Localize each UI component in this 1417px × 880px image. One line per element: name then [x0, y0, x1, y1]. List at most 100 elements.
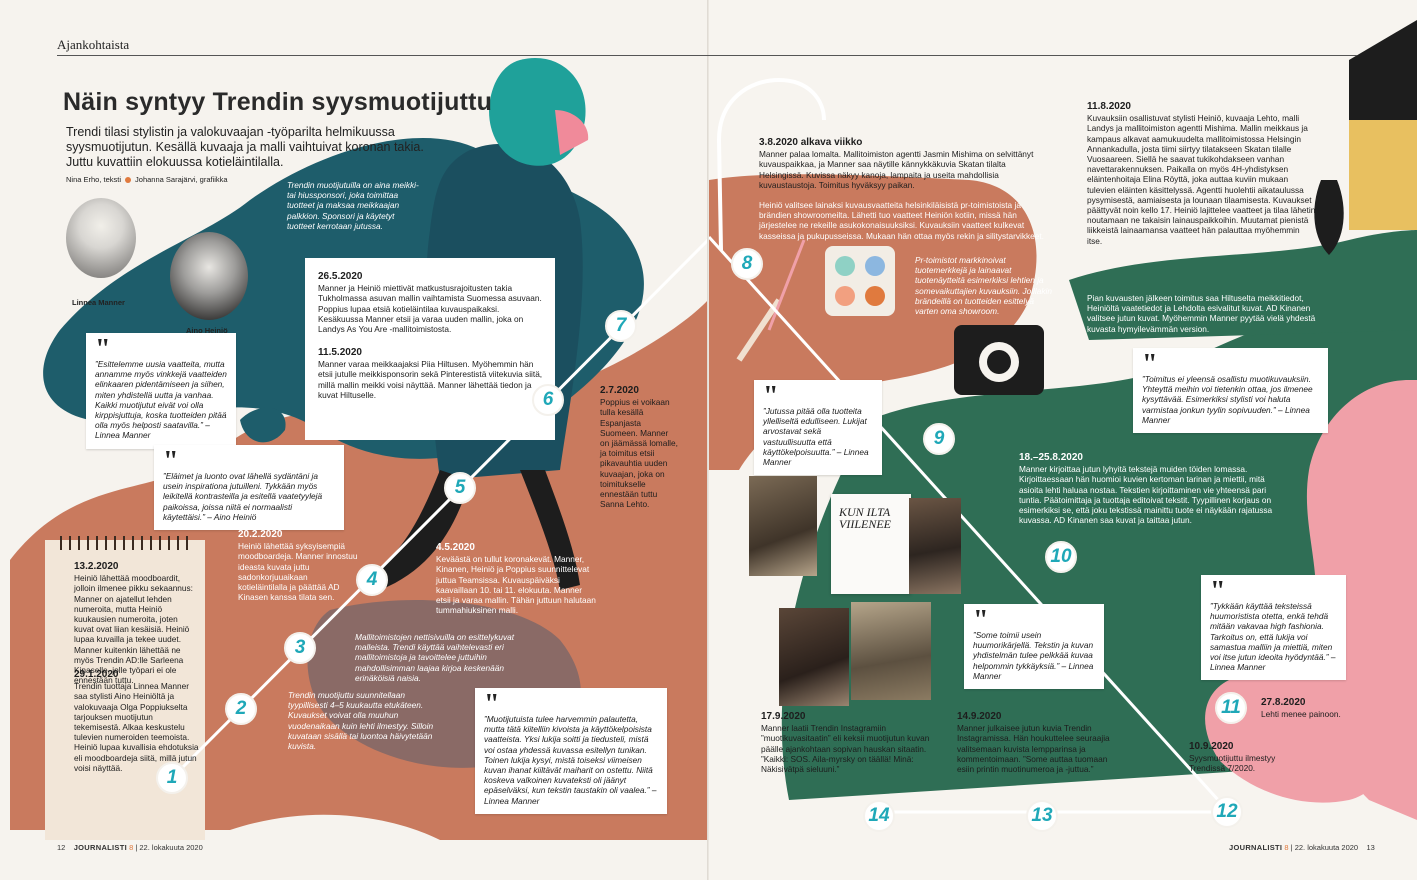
event-text: Manner julkaisee jutun kuvia Trendin Ins… — [957, 723, 1110, 775]
event-20-2-2020: 20.2.2020 Heiniö lähettää syksyisempiä m… — [238, 529, 358, 603]
article-title: Näin syntyy Trendin syysmuotijuttu — [63, 88, 493, 116]
quote-1-text: ”Esittelemme uusia vaatteita, mutta anna… — [95, 359, 227, 441]
event-date: 27.8.2020 — [1261, 697, 1306, 708]
event-text: Manner kirjoittaa jutun lyhyitä tekstejä… — [1019, 464, 1273, 526]
quote-box-4: " ”Jutussa pitää olla tuotteita yllellis… — [754, 380, 882, 476]
footer-issue: 8 — [129, 843, 134, 852]
event-14-9-2020: 14.9.2020 Manner julkaisee jutun kuvia T… — [957, 711, 1113, 775]
quote-box-3: " ”Muotijutuista tulee harvemmin palaute… — [475, 688, 667, 814]
quote-mark-icon: " — [763, 381, 779, 412]
quote-4-text: ”Jutussa pitää olla tuotteita yllellisel… — [763, 406, 869, 468]
step-9: 9 — [923, 423, 955, 455]
event-text: Keväästä on tullut koronakevät. Manner, … — [436, 554, 596, 616]
footer-page-number: 13 — [1366, 843, 1375, 852]
step-2: 2 — [225, 693, 257, 725]
magazine-page: KUN ILTA VIILENEE — [831, 494, 911, 594]
event-date: 14.9.2020 — [957, 711, 1002, 722]
event-11-8-2020: 11.8.2020 Kuvauksiin osallistuvat stylis… — [1087, 101, 1317, 246]
step-14: 14 — [863, 800, 895, 832]
event-27-8-2020: 27.8.2020 Lehti menee painoon. — [1261, 697, 1341, 719]
footer-magazine: JOURNALISTI — [1229, 843, 1283, 852]
quote-box-2: " ”Eläimet ja luonto ovat lähellä sydänt… — [154, 445, 344, 531]
header-rule — [57, 55, 1357, 56]
note-sponsor: Trendin muotijutuilla on aina meikki- ta… — [287, 180, 419, 231]
event-date: 2.7.2020 — [600, 385, 639, 396]
event-29-1-2020: 29.1.2020 Trendin tuottaja Linnea Manner… — [74, 669, 199, 773]
event-2-7-2020: 2.7.2020 Poppius ei voikaan tulla kesäll… — [600, 385, 678, 510]
note-agencies: Mallitoimistojen nettisivuilla on esitte… — [355, 632, 515, 683]
event-text: Manner varaa meikkaajaksi Piia Hiltusen.… — [318, 359, 543, 400]
photo-spread-2 — [909, 498, 961, 594]
step-7: 7 — [605, 310, 637, 342]
event-10-9-2020: 10.9.2020 Syysmuotijuttu ilmestyy Trendi… — [1189, 741, 1289, 774]
step-6: 6 — [532, 384, 564, 416]
quote-mark-icon: " — [163, 446, 179, 477]
event-date: 26.5.2020 — [318, 271, 363, 282]
event-text: Syysmuotijuttu ilmestyy Trendissä 7/2020… — [1189, 753, 1276, 774]
step-11: 11 — [1215, 692, 1247, 724]
caption-aino-heinio: Aino Heiniö — [186, 326, 228, 335]
photo-spread-1 — [749, 476, 817, 576]
quote-box-1: " ”Esittelemme uusia vaatteita, mutta an… — [86, 333, 236, 449]
step-1: 1 — [156, 762, 188, 794]
event-4-5-2020: 4.5.2020 Keväästä on tullut koronakevät.… — [436, 542, 596, 616]
byline-dot-icon — [125, 177, 132, 184]
event-date: 29.1.2020 — [74, 669, 119, 680]
event-card-may — [305, 258, 555, 440]
article-lead: Trendi tilasi stylistin ja valokuvaajan … — [66, 125, 424, 169]
event-text: Manner palaa lomalta. Mallitoimiston age… — [759, 149, 1034, 190]
footer-issue: 8 — [1284, 843, 1289, 852]
left-page: Ajankohtaista Näin syntyy Trendin syysmu… — [0, 0, 708, 880]
event-date: 11.5.2020 — [318, 347, 362, 358]
note-pr-offices: Pr-toimistot markkinoivat tuotemerkkejä … — [915, 255, 1052, 317]
footer-right: JOURNALISTI 8 | 22. lokakuuta 2020 13 — [1229, 843, 1375, 852]
magazine-headline: KUN ILTA VIILENEE — [839, 505, 891, 531]
event-date: 4.5.2020 — [436, 542, 475, 553]
footer-date: 22. lokakuuta 2020 — [1294, 843, 1359, 852]
quote-box-7: " ”Tykkään käyttää teksteissä huumoristi… — [1201, 575, 1346, 681]
quote-6-text: ”Some toimii usein huumorikärjellä. Teks… — [973, 630, 1094, 681]
notebook-spiral-icon — [60, 536, 195, 550]
event-text: Heiniö lähettää syksyisempiä moodboardej… — [238, 541, 358, 603]
event-date: 11.8.2020 — [1087, 101, 1131, 112]
quote-2-text: ”Eläimet ja luonto ovat lähellä sydäntän… — [163, 471, 323, 522]
event-text: Poppius ei voikaan tulla kesällä Espanja… — [600, 397, 678, 510]
byline-graphics: Johanna Sarajärvi, grafiikka — [135, 175, 228, 184]
right-page: 3.8.2020 alkava viikko Manner palaa loma… — [709, 0, 1417, 880]
event-date: 17.9.2020 — [761, 711, 806, 722]
section-label: Ajankohtaista — [57, 37, 130, 52]
quote-mark-icon: " — [484, 689, 500, 720]
event-text: Manner laatii Trendin Instagramiin ”muot… — [761, 723, 930, 775]
event-text: Heiniö lähettää moodboardit, jolloin ilm… — [74, 573, 193, 686]
event-after-shoot: Pian kuvausten jälkeen toimitus saa Hilt… — [1087, 293, 1316, 334]
quote-mark-icon: " — [1210, 576, 1226, 607]
byline-writer: Nina Erho, teksti — [66, 175, 122, 184]
portrait-aino-heinio — [170, 232, 248, 320]
note-planning: Trendin muotijuttu suunnitellaan tyypill… — [288, 690, 434, 752]
caption-linnea-manner: Linnea Manner — [72, 298, 125, 307]
step-10: 10 — [1045, 541, 1077, 573]
event-11-5-2020: 11.5.2020 Manner varaa meikkaajaksi Piia… — [318, 347, 546, 400]
footer-left: 12 JOURNALISTI 8 | 22. lokakuuta 2020 — [57, 843, 203, 852]
event-13-2-2020: 13.2.2020 Heiniö lähettää moodboardit, j… — [74, 561, 199, 686]
event-17-9-2020: 17.9.2020 Manner laatii Trendin Instagra… — [761, 711, 931, 775]
event-date: 20.2.2020 — [238, 529, 283, 540]
quote-3-text: ”Muotijutuista tulee harvemmin palautett… — [484, 714, 657, 806]
step-12: 12 — [1211, 796, 1243, 828]
quote-7-text: ”Tykkään käyttää teksteissä huumoristist… — [1210, 601, 1336, 673]
event-text: Kuvauksiin osallistuvat stylisti Heiniö,… — [1087, 113, 1316, 246]
event-date: 18.–25.8.2020 — [1019, 452, 1083, 463]
event-3-8-2020: 3.8.2020 alkava viikko Manner palaa loma… — [759, 137, 1041, 190]
event-date: 13.2.2020 — [74, 561, 119, 572]
footer-page-number: 12 — [57, 843, 66, 852]
quote-box-5: " ”Toimitus ei yleensä osallistu muotiku… — [1133, 348, 1328, 434]
photo-spread-4 — [851, 602, 931, 700]
event-text: Manner ja Heiniö miettivät matkustusrajo… — [318, 283, 542, 335]
event-18-25-8-2020: 18.–25.8.2020 Manner kirjoittaa jutun ly… — [1019, 452, 1281, 526]
quote-box-6: " ”Some toimii usein huumorikärjellä. Te… — [964, 604, 1104, 690]
portrait-linnea-manner — [66, 198, 136, 278]
event-26-5-2020: 26.5.2020 Manner ja Heiniö miettivät mat… — [318, 271, 546, 335]
quote-mark-icon: " — [973, 605, 989, 636]
quote-mark-icon: " — [1142, 349, 1158, 380]
footer-date: 22. lokakuuta 2020 — [139, 843, 203, 852]
